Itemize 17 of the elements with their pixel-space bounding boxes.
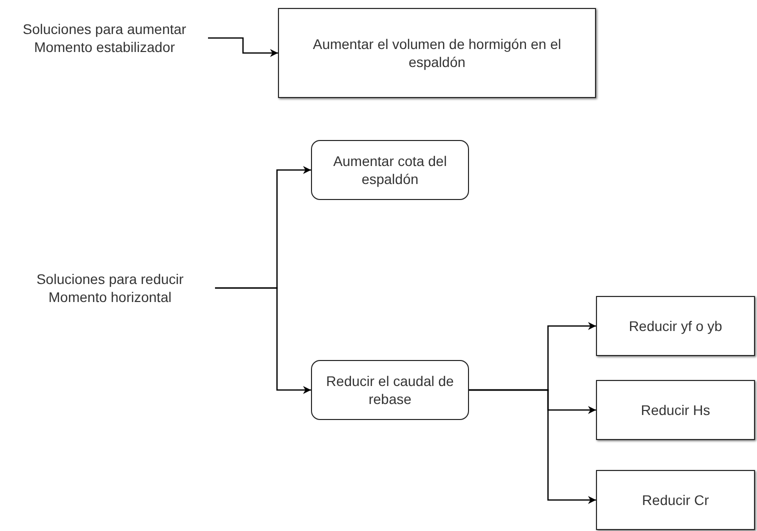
process-box xyxy=(596,380,755,440)
process-box xyxy=(596,470,755,530)
rounded-process-box xyxy=(311,140,469,200)
label-text: Soluciones para reducir Momento horizontal xyxy=(35,270,185,306)
box-text: Reducir Cr xyxy=(642,491,709,509)
connector-arrow xyxy=(469,389,596,504)
label-text: Soluciones para aumentar Momento estabilizador xyxy=(22,20,188,56)
connector-arrow xyxy=(208,37,278,57)
box-text: Reducir Hs xyxy=(640,401,710,419)
box-text: Aumentar el volumen de hormigón en el espaldón xyxy=(312,35,562,71)
box-text: Reducir yf o yb xyxy=(628,317,722,335)
box-text: Reducir el caudal de rebase xyxy=(325,372,455,408)
process-box xyxy=(596,296,755,356)
rounded-process-box xyxy=(311,360,469,420)
box-text: Aumentar cota del espaldón xyxy=(332,152,448,188)
connector-arrow xyxy=(215,287,311,394)
process-box xyxy=(278,8,596,98)
